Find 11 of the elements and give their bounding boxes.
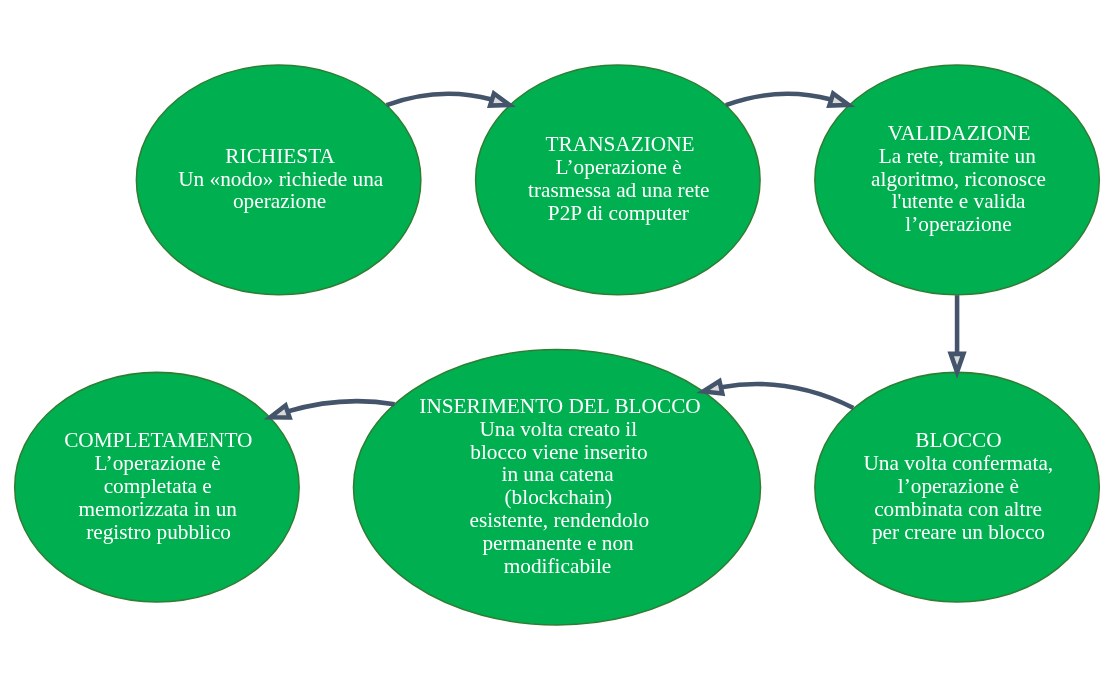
arrow — [725, 89, 856, 109]
arrow — [947, 295, 967, 380]
node-ellipse: INSERIMENTO DEL BLOCCO Una volta creato il blocco viene inserito in una catena (blockchain) esistente, rendendolo permanente e non modificabile — [352, 348, 762, 626]
node-ellipse: TRANSAZIONE L’operazione è trasmessa ad una rete P2P di computer — [474, 64, 761, 296]
node-ellipse: COMPLETAMENTO L’operazione è completata e memorizzata in un registro pubblico — [13, 371, 300, 603]
node-ellipse: BLOCCO Una volta confermata, l’operazione è combinata con altre per creare un blocco — [814, 371, 1101, 603]
arrow — [263, 398, 395, 420]
node-ellipse: VALIDAZIONE La rete, tramite un algoritmo, riconosce l'utente e valida l’operazione — [814, 64, 1101, 296]
arrow — [385, 89, 517, 109]
node-ellipse: RICHIESTA Un «nodo» richiede una operazione — [135, 64, 422, 296]
arrow — [696, 377, 855, 410]
